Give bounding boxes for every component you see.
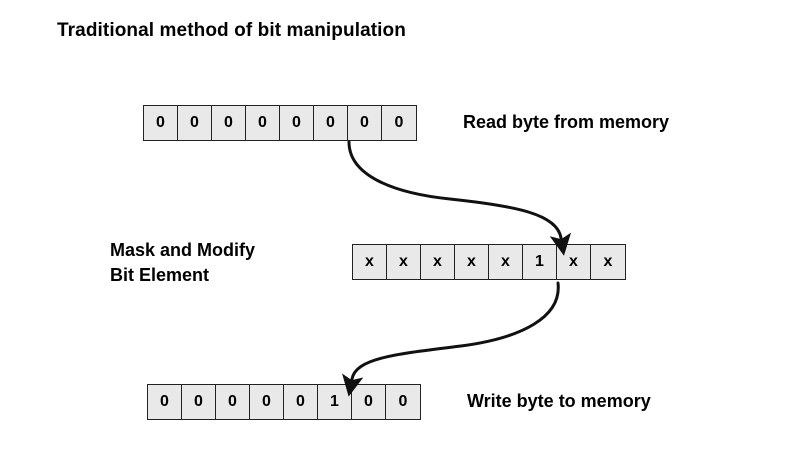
byte-row-mask: x x x x x 1 x x bbox=[352, 244, 626, 280]
bit-cell: 0 bbox=[348, 106, 382, 140]
bit-cell: x bbox=[489, 245, 523, 279]
label-read-byte-from-memory: Read byte from memory bbox=[463, 112, 670, 132]
bit-cell: 0 bbox=[352, 385, 386, 419]
bit-cell: 0 bbox=[182, 385, 216, 419]
bit-cell: x bbox=[353, 245, 387, 279]
bit-cell: 0 bbox=[250, 385, 284, 419]
bit-cell: 0 bbox=[212, 106, 246, 140]
bit-cell: 0 bbox=[178, 106, 212, 140]
bit-cell: 1 bbox=[318, 385, 352, 419]
arrow-read-to-mask bbox=[347, 140, 572, 256]
bit-cell: 0 bbox=[386, 385, 420, 419]
bit-cell: 0 bbox=[314, 106, 348, 140]
bit-cell: 1 bbox=[523, 245, 557, 279]
byte-row-read: 0 0 0 0 0 0 0 0 bbox=[143, 105, 417, 141]
page-title: Traditional method of bit manipulation bbox=[57, 20, 406, 41]
bit-cell: 0 bbox=[144, 106, 178, 140]
bit-cell: 0 bbox=[382, 106, 416, 140]
bit-cell: x bbox=[557, 245, 591, 279]
bit-cell: x bbox=[455, 245, 489, 279]
bit-cell: 0 bbox=[280, 106, 314, 140]
bit-cell: 0 bbox=[216, 385, 250, 419]
bit-cell: 0 bbox=[148, 385, 182, 419]
label-mask-and-modify-bit-element: Mask and Modify Bit Element bbox=[110, 238, 255, 288]
bit-cell: 0 bbox=[246, 106, 280, 140]
bit-cell: x bbox=[421, 245, 455, 279]
arrow-mask-to-write bbox=[342, 281, 560, 397]
label-mask-line1: Mask and Modify bbox=[110, 240, 256, 260]
bit-cell: 0 bbox=[284, 385, 318, 419]
label-write-byte-to-memory: Write byte to memory bbox=[467, 391, 651, 411]
byte-row-write: 0 0 0 0 0 1 0 0 bbox=[147, 384, 421, 420]
label-mask-line2: Bit Element bbox=[110, 265, 210, 285]
bit-cell: x bbox=[387, 245, 421, 279]
bit-cell: x bbox=[591, 245, 625, 279]
